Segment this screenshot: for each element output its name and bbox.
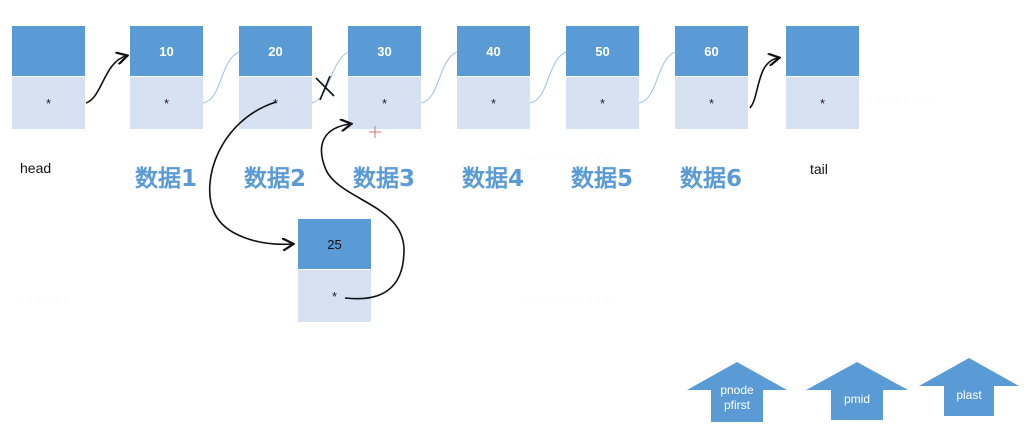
node-5-next: * [566, 77, 639, 129]
label-tail: tail [810, 161, 828, 177]
node-tail: * [786, 26, 859, 129]
node-5: 50 * [566, 26, 639, 129]
link-5-6 [638, 51, 676, 104]
node-tail-next: * [786, 77, 859, 129]
arrow-new-to-node3 [320, 124, 405, 300]
cursor-crosshair-icon [369, 126, 381, 138]
node-head: * [12, 26, 85, 129]
arrow-head-to-first [85, 56, 126, 104]
pointer-pmid: pmid [806, 362, 908, 420]
new-node: 25 * [298, 219, 371, 322]
node-3: 30 * [348, 26, 421, 129]
label-data-3: 数据3 [353, 166, 416, 192]
pointer-pfirst-label: pfirst [723, 398, 750, 412]
node-2-data: 20 [239, 26, 312, 77]
node-1: 10 * [130, 26, 203, 129]
node-3-next: * [348, 77, 421, 129]
pointer-plast: plast [919, 358, 1019, 416]
link-2-3-old [311, 51, 349, 104]
arrow-last-to-tail [749, 58, 778, 109]
pointer-pnode-pfirst: pnode pfirst [687, 362, 787, 422]
label-data-2: 数据2 [244, 166, 307, 192]
label-data-4: 数据4 [462, 166, 525, 192]
up-arrow-icon [919, 358, 1019, 416]
pointer-pmid-label: pmid [843, 392, 870, 406]
node-1-next: * [130, 77, 203, 129]
link-4-5 [529, 51, 567, 104]
label-data-6: 数据6 [680, 166, 743, 192]
pointer-plast-label: plast [956, 388, 982, 402]
node-tail-data [786, 26, 859, 77]
up-arrow-icon [806, 362, 908, 420]
node-head-data [12, 26, 85, 77]
up-arrow-icon [687, 362, 787, 422]
label-data-5: 数据5 [571, 166, 634, 192]
node-4: 40 * [457, 26, 530, 129]
node-6-data: 60 [675, 26, 748, 77]
node-5-data: 50 [566, 26, 639, 77]
pointer-pnode-label: pnode [720, 383, 754, 397]
link-3-4 [420, 51, 458, 104]
node-6: 60 * [675, 26, 748, 129]
node-4-data: 40 [457, 26, 530, 77]
label-head: head [20, 160, 52, 176]
node-head-next: * [12, 77, 85, 129]
link-1-2 [202, 51, 240, 104]
node-3-data: 30 [348, 26, 421, 77]
cut-mark [315, 75, 335, 101]
node-1-data: 10 [130, 26, 203, 77]
label-data-1: 数据1 [135, 166, 198, 192]
node-4-next: * [457, 77, 530, 129]
new-node-data: 25 [298, 219, 371, 270]
arrow-node2-to-new [208, 101, 292, 244]
new-node-next: * [298, 270, 371, 322]
node-6-next: * [675, 77, 748, 129]
